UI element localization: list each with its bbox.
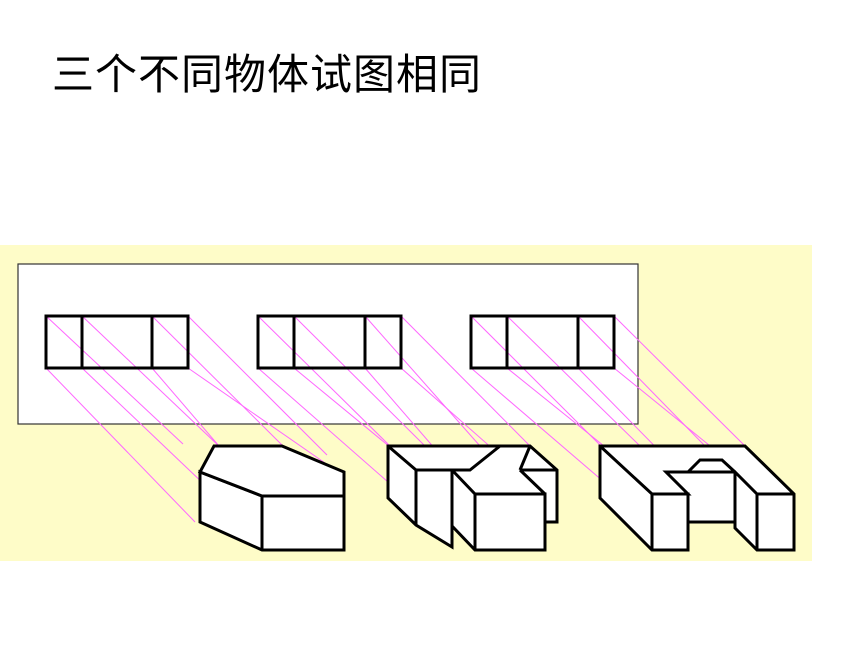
- front-view-1: [44, 314, 190, 370]
- projection-diagram: [0, 245, 812, 561]
- front-view-frame: [17, 263, 639, 425]
- object-stepped-block: [386, 444, 559, 552]
- object-hexagonal-prism: [197, 444, 346, 552]
- object-u-channel: [598, 444, 796, 552]
- slide-title: 三个不同物体试图相同: [52, 50, 483, 99]
- front-view-2: [256, 314, 403, 370]
- front-view-3: [469, 314, 616, 370]
- projection-figure: [0, 245, 812, 561]
